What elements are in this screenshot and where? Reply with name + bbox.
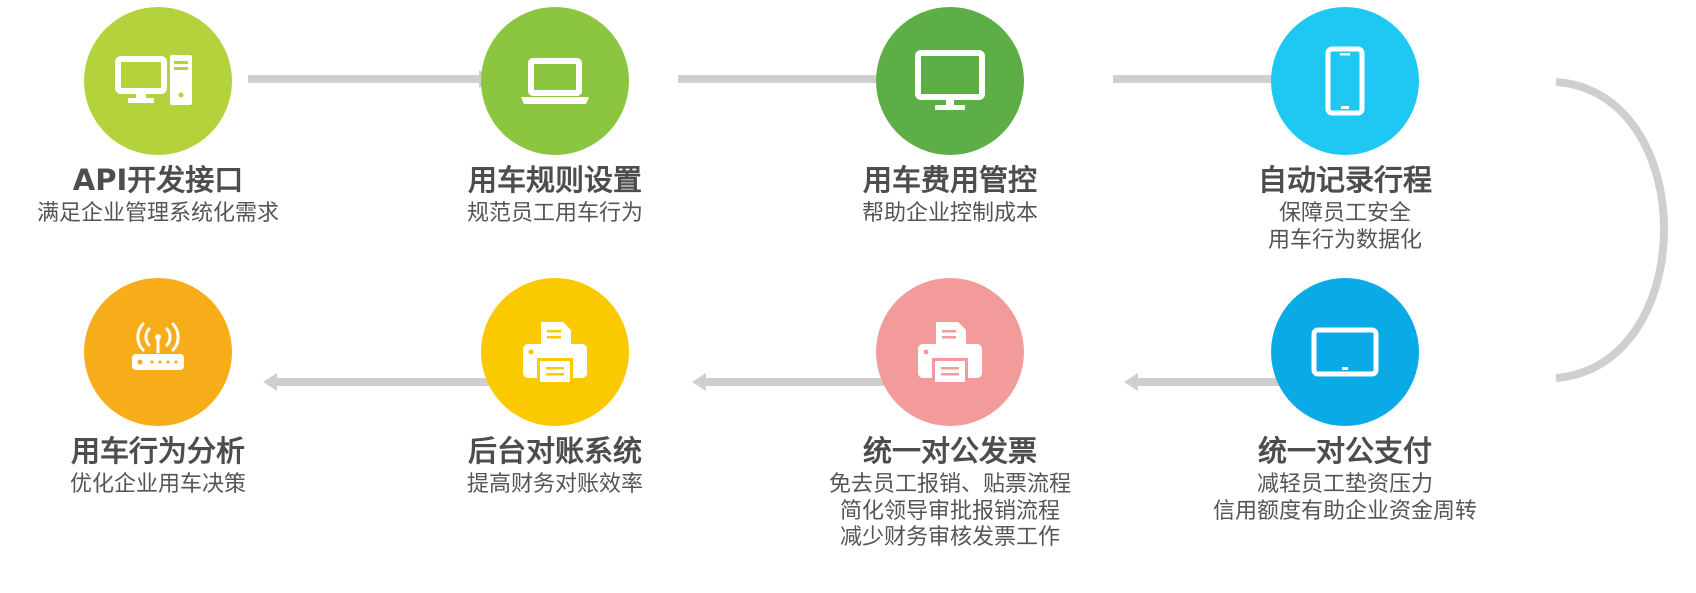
flow-arrowhead-left-1 [1124, 373, 1138, 391]
step-cost-description-line: 帮助企业控制成本 [861, 201, 1038, 226]
step-invoice-description-line: 免去员工报销、贴票流程 [828, 472, 1071, 497]
step-reconcile-description-line: 提高财务对账效率 [466, 472, 643, 497]
smartphone-icon [1325, 46, 1365, 116]
printer-icon [523, 322, 587, 382]
step-api-title: API开发接口 [72, 163, 244, 197]
step-analysis-description-line: 优化企业用车决策 [69, 472, 246, 497]
step-payment-description-line: 减轻员工垫资压力 [1256, 472, 1433, 497]
step-payment-title: 统一对公支付 [1257, 434, 1432, 468]
step-invoice-title: 统一对公发票 [862, 434, 1037, 468]
tablet-icon [1311, 327, 1379, 377]
flow-arrowhead-left-3 [263, 373, 277, 391]
step-cost-circle [876, 7, 1024, 155]
step-reconcile-circle [481, 278, 629, 426]
step-trip-title: 自动记录行程 [1257, 163, 1432, 197]
step-trip-circle [1271, 7, 1419, 155]
step-trip-description-line: 用车行为数据化 [1267, 227, 1422, 253]
step-analysis-title: 用车行为分析 [70, 434, 245, 468]
flow-arrowhead-left-2 [692, 373, 706, 391]
step-api-description-line: 满足企业管理系统化需求 [36, 201, 279, 226]
step-cost-title: 用车费用管控 [862, 163, 1037, 197]
step-analysis-circle [84, 278, 232, 426]
step-reconcile-title: 后台对账系统 [467, 434, 642, 468]
step-payment-circle [1271, 278, 1419, 426]
wifi-router-icon [132, 322, 184, 370]
flow-return-curve [1555, 78, 1668, 382]
monitor-icon [915, 50, 985, 110]
desktop-computer-icon [115, 55, 192, 105]
step-trip-description-line: 保障员工安全 [1278, 201, 1411, 226]
step-rules-title: 用车规则设置 [467, 163, 642, 197]
step-api-circle [84, 7, 232, 155]
step-rules-circle [481, 7, 629, 155]
printer-icon [918, 322, 982, 382]
step-payment-description-line: 信用额度有助企业资金周转 [1212, 498, 1477, 524]
step-invoice-circle [876, 278, 1024, 426]
step-rules-description-line: 规范员工用车行为 [466, 201, 643, 226]
laptop-icon [521, 58, 589, 104]
step-invoice-description-line: 减少财务审核发票工作 [839, 525, 1060, 550]
step-invoice-description-line: 简化领导审批报销流程 [839, 498, 1060, 524]
